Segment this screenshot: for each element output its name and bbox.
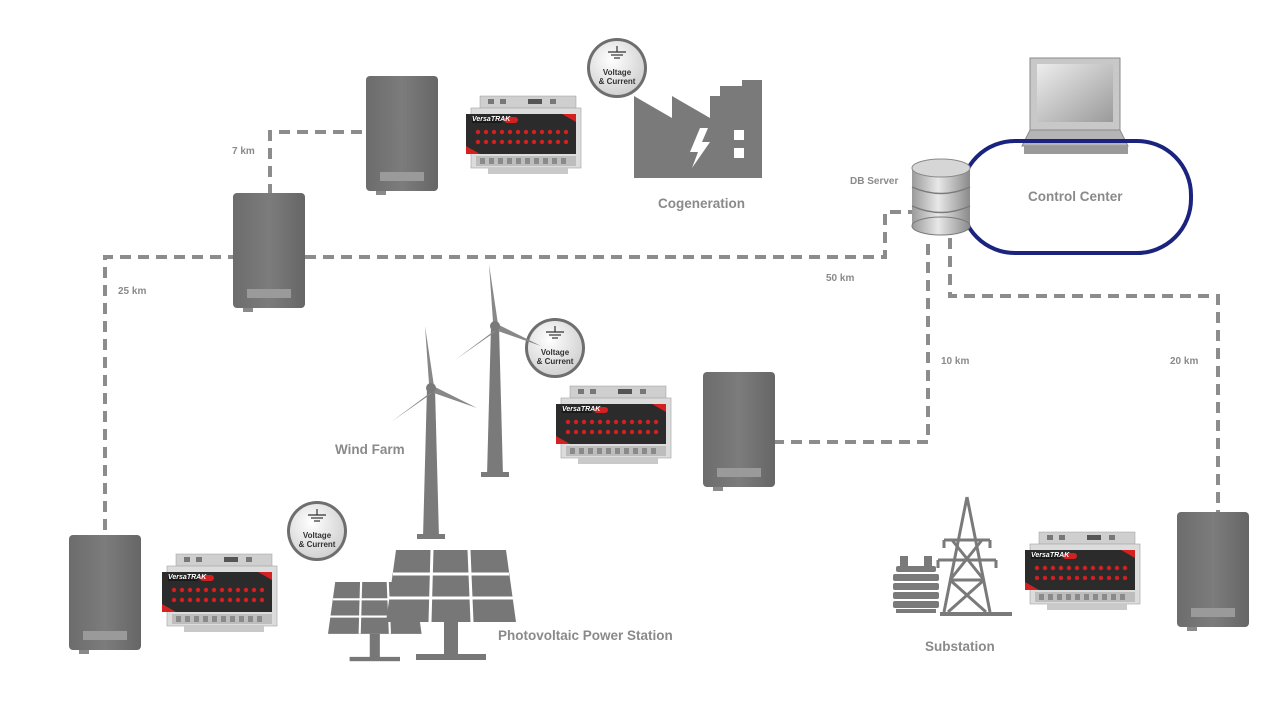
db-server-label: DB Server xyxy=(850,176,898,187)
power-pylon-icon xyxy=(936,496,1012,616)
control-center-label: Control Center xyxy=(1028,189,1123,204)
link-pv xyxy=(103,255,235,530)
photovoltaic-label: Photovoltaic Power Station xyxy=(498,628,673,643)
transformer-icon xyxy=(893,556,939,613)
versatrak-module-windfarm xyxy=(555,385,672,465)
wind-turbine-icon xyxy=(391,326,477,539)
module-brand: VersaTRAK xyxy=(472,116,511,123)
module-brand: VersaTRAK xyxy=(168,574,207,581)
distance-label-20km: 20 km xyxy=(1170,356,1198,367)
cabinet-windfarm xyxy=(703,372,775,491)
link-main-db xyxy=(305,210,912,259)
svg-text:& Current: & Current xyxy=(537,357,574,366)
distance-label-10km: 10 km xyxy=(941,356,969,367)
link-substation xyxy=(948,238,1220,512)
distance-label-25km: 25 km xyxy=(118,286,146,297)
svg-text:Voltage: Voltage xyxy=(603,68,632,77)
svg-text:& Current: & Current xyxy=(599,77,636,86)
versatrak-module-pv xyxy=(161,553,278,633)
svg-text:Voltage: Voltage xyxy=(303,531,332,540)
distance-label-7km: 7 km xyxy=(232,146,255,157)
svg-text:& Current: & Current xyxy=(299,540,336,549)
voltage-current-badge: Voltage & Current xyxy=(524,317,586,379)
link-cogeneration xyxy=(268,130,362,193)
module-brand: VersaTRAK xyxy=(562,406,601,413)
wind-turbine-icon xyxy=(455,264,541,477)
factory-icon xyxy=(634,80,762,178)
link-windfarm xyxy=(773,238,930,444)
voltage-current-badge: Voltage & Current xyxy=(586,37,648,99)
cabinet-cogeneration xyxy=(366,76,438,195)
database-icon xyxy=(911,158,971,236)
cabinet-substation xyxy=(1177,512,1249,631)
communication-links xyxy=(103,130,1220,530)
solar-panel-icon xyxy=(384,548,518,662)
cogeneration-label: Cogeneration xyxy=(658,196,745,211)
voltage-current-badge: Voltage & Current xyxy=(286,500,348,562)
cabinet-pv xyxy=(69,535,141,654)
wind-farm-label: Wind Farm xyxy=(335,442,405,457)
substation-label: Substation xyxy=(925,639,995,654)
distance-label-50km: 50 km xyxy=(826,273,854,284)
module-brand: VersaTRAK xyxy=(1031,552,1070,559)
cabinet-hub xyxy=(233,193,305,312)
versatrak-module-cogeneration xyxy=(465,95,582,175)
svg-text:Voltage: Voltage xyxy=(541,348,570,357)
versatrak-module-substation xyxy=(1024,531,1141,611)
